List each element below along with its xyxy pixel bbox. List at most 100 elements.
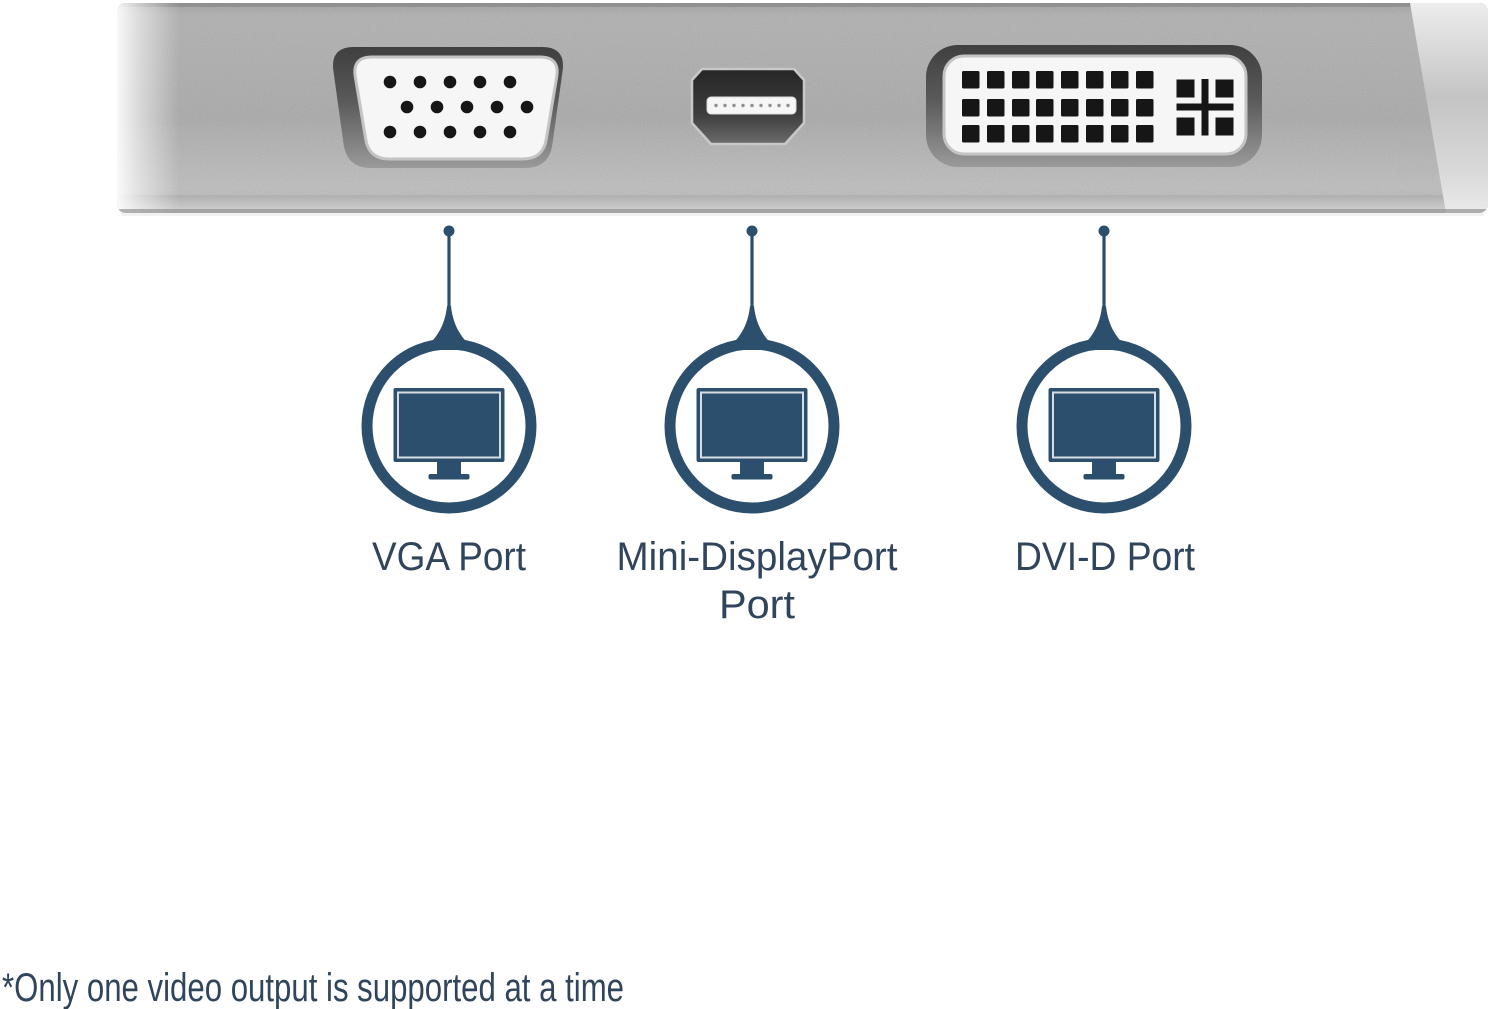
mini-dp-pin <box>723 103 727 108</box>
callout-line <box>750 235 754 313</box>
dvi-pin <box>1036 71 1054 89</box>
dvi-pin <box>1036 99 1054 117</box>
monitor-screen-inner <box>1052 391 1156 459</box>
callout-line <box>1102 235 1106 313</box>
dvi-pin <box>1061 125 1079 143</box>
callout-label-mini-displayport-line2: Port <box>719 583 795 627</box>
callout-dvi-d <box>1016 225 1192 514</box>
dvi-cross-square <box>1215 79 1234 98</box>
vga-pin-hole <box>443 75 457 89</box>
vga-pin-hole <box>400 100 414 114</box>
dvi-pin <box>987 99 1005 117</box>
callout-line <box>447 235 451 313</box>
callout-dot <box>1098 225 1110 237</box>
monitor-icon <box>1048 388 1160 480</box>
mini-dp-pin <box>714 103 718 108</box>
callout-dot <box>443 225 455 237</box>
dvi-pin <box>1012 99 1030 117</box>
dvi-pins <box>962 71 1154 143</box>
monitor-stand-base <box>731 474 773 480</box>
callout-label-mini-displayport-line1: Mini-DisplayPort <box>617 535 898 579</box>
dvi-pin <box>1036 125 1054 143</box>
device-bottom-band <box>117 195 1488 213</box>
adapter-device <box>117 3 1488 216</box>
callout-label-vga: VGA Port <box>372 535 526 579</box>
dvi-pin <box>1012 71 1030 89</box>
monitor-stand-neck <box>740 462 764 475</box>
dvi-cross-square <box>1176 117 1195 136</box>
callout-mini-displayport <box>664 225 840 514</box>
dvi-pin <box>1012 125 1030 143</box>
dvi-cross-square <box>1176 79 1195 98</box>
monitor-icon <box>696 388 808 480</box>
dvi-pin <box>987 71 1005 89</box>
dvi-pin <box>1111 125 1129 143</box>
callout-circle <box>361 338 537 514</box>
callout-vga <box>361 225 537 514</box>
monitor-stand-base <box>1083 474 1125 480</box>
callout-circle <box>1016 338 1192 514</box>
monitor-screen-inner <box>397 391 501 459</box>
monitor-stand-neck <box>1092 462 1116 475</box>
device-right-endcap <box>1410 3 1488 213</box>
vga-pin-hole <box>490 100 504 114</box>
monitor-icon <box>393 388 505 480</box>
dvi-pin <box>1136 99 1154 117</box>
vga-pin-hole <box>383 75 397 89</box>
dvi-cross-square <box>1215 117 1234 136</box>
dvi-cross-vbar <box>1201 79 1209 136</box>
dvi-pin <box>1136 125 1154 143</box>
callout-dot <box>746 225 758 237</box>
monitor-stand-neck <box>437 462 461 475</box>
vga-pin-hole <box>473 75 487 89</box>
dvi-pin <box>1086 125 1104 143</box>
vga-pin-hole <box>413 75 427 89</box>
dvi-pin <box>1086 71 1104 89</box>
device-bottom-edge <box>117 209 1488 213</box>
dvi-pin <box>1061 71 1079 89</box>
vga-pin-hole <box>503 75 517 89</box>
callout-pointer <box>1077 306 1131 350</box>
device-top-edge <box>117 3 1488 7</box>
dvi-pin <box>1086 99 1104 117</box>
vga-pin-hole <box>383 125 397 139</box>
monitor-screen <box>393 388 505 462</box>
monitor-screen <box>1048 388 1160 462</box>
dvi-pin <box>962 125 980 143</box>
mini-dp-pin <box>741 103 745 108</box>
dvi-d-port <box>926 45 1262 167</box>
dvi-pin <box>962 99 980 117</box>
mini-dp-pin <box>768 103 772 108</box>
callout-pointer <box>422 306 476 350</box>
device-left-bevel <box>117 3 179 213</box>
mini-dp-pin <box>777 103 781 108</box>
mini-dp-pins <box>714 103 790 108</box>
device-shadow <box>121 213 1484 216</box>
mini-dp-pin <box>750 103 754 108</box>
mini-displayport-port <box>690 67 806 146</box>
monitor-screen-inner <box>700 391 804 459</box>
monitor-screen <box>696 388 808 462</box>
monitor-stand-base <box>428 474 470 480</box>
vga-pin-hole <box>460 100 474 114</box>
mini-dp-pin <box>786 103 790 108</box>
mini-dp-pin <box>732 103 736 108</box>
footnote: *Only one video output is supported at a… <box>2 966 624 1009</box>
mini-dp-pin <box>759 103 763 108</box>
dvi-pin <box>962 71 980 89</box>
callout-pointer <box>725 306 779 350</box>
vga-pin-hole <box>430 100 444 114</box>
dvi-pin <box>1111 71 1129 89</box>
vga-pin-hole <box>520 100 534 114</box>
vga-pin-hole <box>413 125 427 139</box>
callout-label-dvi-d: DVI-D Port <box>1015 535 1195 579</box>
vga-pin-hole <box>473 125 487 139</box>
vga-pin-hole <box>443 125 457 139</box>
vga-pin-hole <box>503 125 517 139</box>
vga-pin-holes <box>383 75 534 139</box>
dvi-analog-cross <box>1176 79 1234 136</box>
dvi-pin <box>987 125 1005 143</box>
dvi-pin <box>1111 99 1129 117</box>
vga-port <box>332 47 564 168</box>
